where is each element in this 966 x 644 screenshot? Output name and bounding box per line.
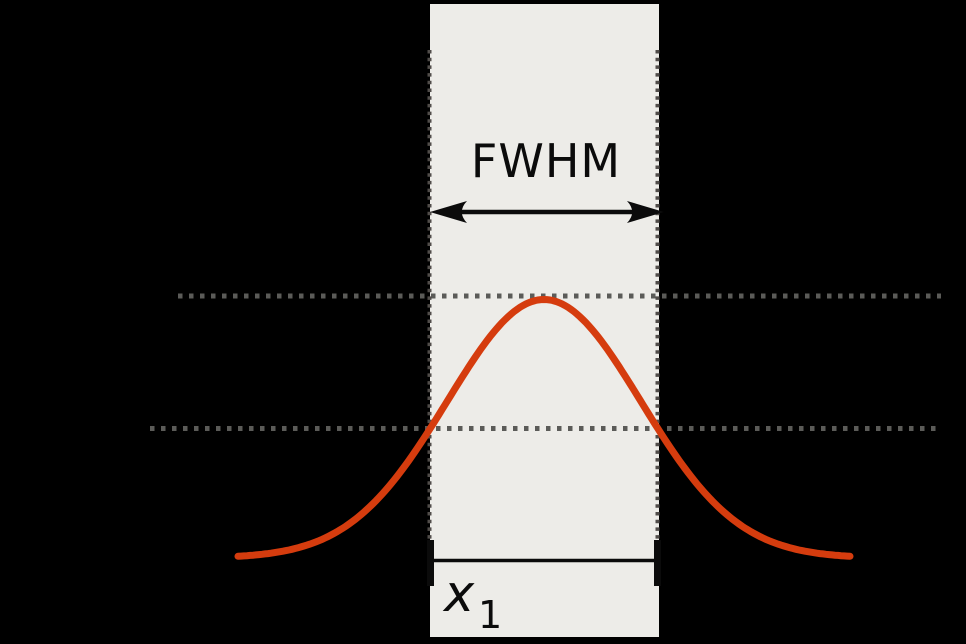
- gaussian-curve: [234, 295, 854, 560]
- x1-label-base: x: [442, 565, 475, 624]
- fwhm-arrow-right-head: [627, 201, 664, 223]
- fwhm-label: FWHM: [471, 134, 621, 188]
- x1-label-subscript: 1: [478, 593, 502, 637]
- fwhm-arrow-left-head: [430, 201, 467, 223]
- fwhm-band: [430, 4, 659, 637]
